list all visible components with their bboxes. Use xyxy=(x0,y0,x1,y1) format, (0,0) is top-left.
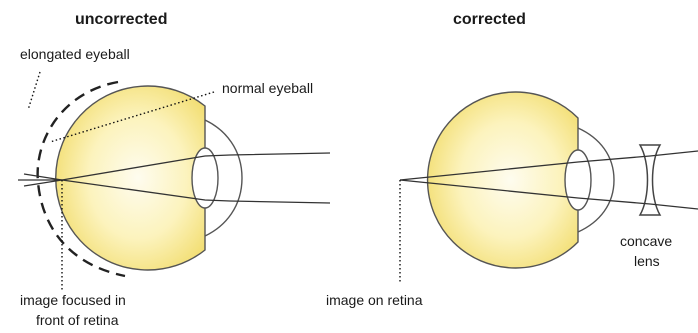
uncorrected-heading: uncorrected xyxy=(75,11,167,28)
corrected-eye-lens xyxy=(565,150,591,210)
elongated-eyeball-pointer xyxy=(28,72,40,110)
corrected-eyeball xyxy=(428,92,614,268)
focus-front-label-line2: front of retina xyxy=(36,312,119,328)
uncorrected-eyeball xyxy=(56,86,242,270)
elongated-eyeball-label: elongated eyeball xyxy=(20,46,130,62)
corrected-eyeball-body xyxy=(428,92,578,268)
corrected-eye-diagram: corrected image on retina concave lens xyxy=(326,11,698,308)
uncorrected-eyeball-body xyxy=(56,86,205,270)
concave-lens-label-line1: concave xyxy=(620,233,672,249)
focus-front-label-line1: image focused in xyxy=(20,292,126,308)
normal-eyeball-label: normal eyeball xyxy=(222,80,313,96)
corrected-heading: corrected xyxy=(453,11,526,28)
concave-lens-label-line2: lens xyxy=(634,253,660,269)
image-on-retina-label: image on retina xyxy=(326,292,423,308)
uncorrected-eye-diagram: uncorrected elongated eyeball normal eye… xyxy=(18,11,330,328)
